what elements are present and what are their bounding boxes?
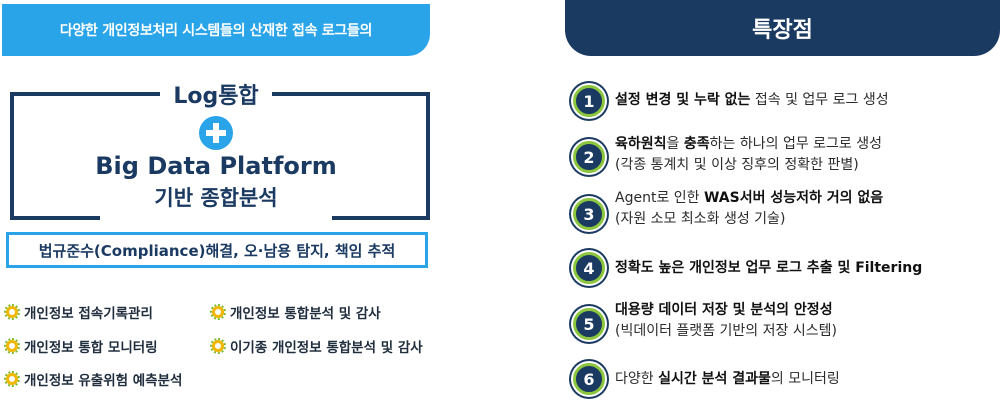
feature-text: 다양한 [615,371,659,387]
banner-text: 다양한 개인정보처리 시스템들의 산재한 접속 로그들의 [59,23,373,39]
bullet-label: 개인정보 통합분석 및 감사 [230,306,381,322]
number-badge-1: 1 [573,85,605,117]
feature-subtext: (빅데이터 플랫폼 기반의 저장 시스템) [615,323,837,339]
number-badge-4: 4 [573,252,605,284]
gear-icon [4,338,20,354]
number-badge-2: 2 [573,141,605,173]
number-badge-5: 5 [573,308,605,340]
feature-text: Agent로 인한 [615,190,704,206]
feature-subtext: (각종 통계치 및 이상 징후의 정확한 판별) [615,157,859,173]
big-data-platform-title: Big Data Platform [95,152,337,180]
feature-item-3: Agent로 인한 WAS서버 성능저하 거의 없음 (자원 소모 최소화 생성… [615,188,883,230]
feature-bold: 정확도 높은 개인정보 업무 로그 추출 및 Filtering [615,260,923,276]
bullet-item: 개인정보 통합분석 및 감사 [210,302,381,322]
feature-item-2: 육하원칙을 충족하는 하나의 업무 로그로 생성 (각종 통계치 및 이상 징후… [615,134,882,176]
number-badge-6: 6 [573,363,605,395]
feature-bold: 실시간 분석 결과물 [658,371,771,387]
feature-subtext: (자원 소모 최소화 생성 기술) [615,211,786,227]
compliance-text: 법규준수(Compliance)해결, 오·남용 탐지, 책임 추적 [38,241,396,260]
log-integration-title: Log통합 [173,84,259,109]
feature-bold: 대용량 데이터 저장 및 분석의 안정성 [615,302,833,318]
feature-item-1: 설정 변경 및 누락 없는 접속 및 업무 로그 생성 [615,90,889,111]
big-data-platform-subtitle: 기반 종합분석 [154,186,278,210]
bullet-label: 개인정보 유출위험 예측분석 [24,373,183,389]
bullet-label: 이기종 개인정보 통합분석 및 감사 [230,340,423,356]
feature-text: 하는 하나의 업무 로그로 생성 [709,136,883,152]
feature-text: 접속 및 업무 로그 생성 [750,92,889,108]
feature-bold: 육하원칙 [615,136,667,152]
feature-text: 을 [666,136,684,152]
feature-item-6: 다양한 실시간 분석 결과물의 모니터링 [615,369,840,390]
compliance-box: 법규준수(Compliance)해결, 오·남용 탐지, 책임 추적 [6,232,428,268]
features-header: 특장점 [565,0,1000,56]
frame-gap-bottom [100,204,332,222]
gear-icon [210,304,226,320]
feature-bold: 설정 변경 및 누락 없는 [615,92,751,108]
feature-bold: WAS서버 성능저하 거의 없음 [703,190,884,206]
feature-item-4: 정확도 높은 개인정보 업무 로그 추출 및 Filtering [615,258,922,279]
gear-icon [4,304,20,320]
plus-icon [199,116,233,150]
gear-icon [4,371,20,387]
bullet-label: 개인정보 통합 모니터링 [24,340,158,356]
top-banner: 다양한 개인정보처리 시스템들의 산재한 접속 로그들의 [2,4,430,56]
features-title: 특장점 [752,18,813,43]
feature-item-5: 대용량 데이터 저장 및 분석의 안정성 (빅데이터 플랫폼 기반의 저장 시스… [615,300,837,342]
frame-gap-top [160,82,272,102]
bullet-item: 개인정보 통합 모니터링 [4,336,158,356]
feature-bold: 충족 [683,136,710,152]
bullet-item: 개인정보 접속기록관리 [4,302,153,322]
feature-text: 의 모니터링 [770,371,840,387]
gear-icon [210,338,226,354]
bullet-item: 이기종 개인정보 통합분석 및 감사 [210,336,423,356]
number-badge-3: 3 [573,198,605,230]
bullet-label: 개인정보 접속기록관리 [24,306,153,322]
bullet-item: 개인정보 유출위험 예측분석 [4,369,183,389]
